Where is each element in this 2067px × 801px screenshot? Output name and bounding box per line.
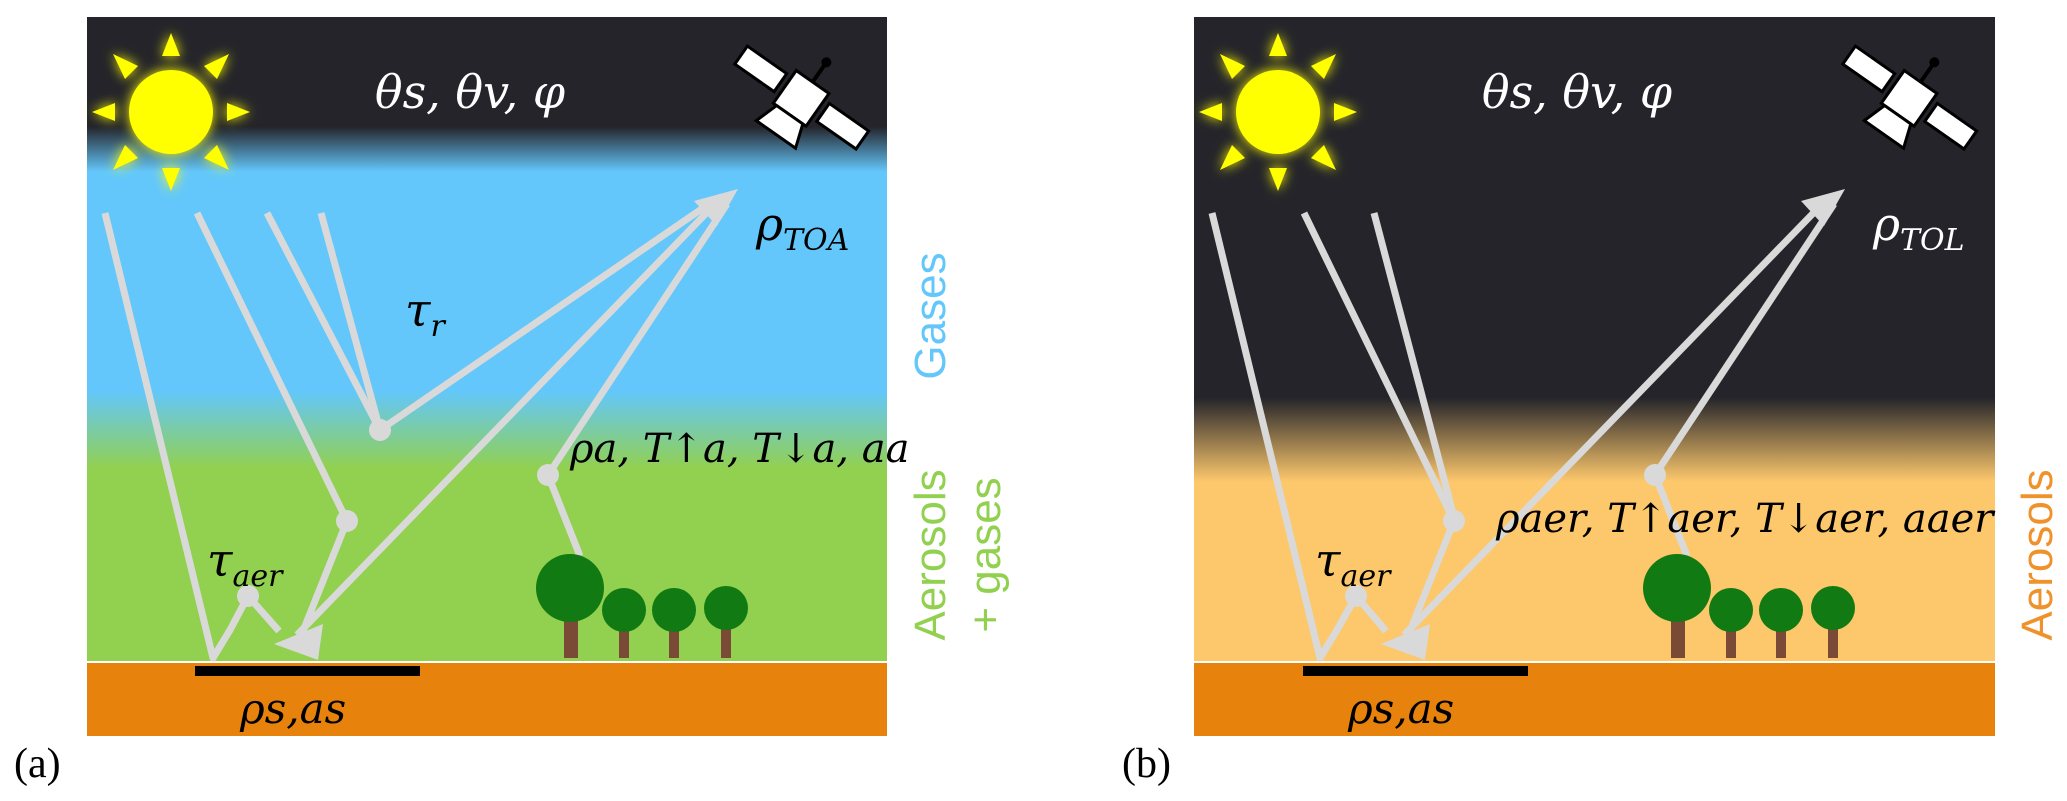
satellite-icon (732, 43, 871, 152)
side-label-gases: Gases (906, 252, 955, 379)
top-reflectance-label: ρTOL (1872, 197, 1965, 258)
aerosol-optical-depth: τaer (1315, 533, 1392, 594)
panel-a: θs, θv, φ ρTOA τr ρa, T↑a, T↓a, aa τaer … (14, 17, 1010, 787)
arrowhead-surface (274, 624, 323, 660)
aerosol-optical-depth: τaer (207, 533, 284, 594)
scattering-points (1345, 464, 1666, 607)
side-label-aerosols: Aerosols (906, 469, 955, 640)
scattering-points (237, 419, 559, 607)
sun-icon (92, 33, 250, 191)
side-label-plus-gases: + gases (961, 477, 1010, 632)
surface-bar (195, 666, 420, 676)
atmosphere-parameters: ρaer, T↑aer, T↓aer, aaer (1495, 496, 1996, 542)
atmosphere-parameters: ρa, T↑a, T↓a, aa (569, 426, 909, 472)
sun-icon (1199, 33, 1357, 191)
tree-icon (1643, 554, 1855, 658)
surface-bar (1303, 666, 1528, 676)
side-label-aerosols: Aerosols (2013, 469, 2062, 640)
arrowhead-top (694, 189, 738, 226)
geometry-angles: θs, θv, φ (1482, 65, 1673, 119)
arrowhead-top (1801, 189, 1845, 226)
atmosphere-background (1194, 17, 1995, 662)
arrowhead-surface (1381, 624, 1430, 660)
panel-label-b: (b) (1122, 741, 1171, 787)
surface-parameters: ρs,as (239, 684, 346, 733)
rayleigh-optical-depth: τr (405, 283, 446, 344)
atmosphere-background (87, 17, 887, 662)
top-reflectance-label: ρTOA (755, 197, 849, 258)
panel-b: θs, θv, φ ρTOL ρaer, T↑aer, T↓aer, aaer … (1122, 17, 2062, 787)
geometry-angles: θs, θv, φ (375, 65, 566, 119)
surface-parameters: ρs,as (1347, 684, 1454, 733)
tree-icon (536, 554, 748, 658)
satellite-icon (1840, 43, 1979, 152)
panel-label-a: (a) (14, 741, 61, 787)
